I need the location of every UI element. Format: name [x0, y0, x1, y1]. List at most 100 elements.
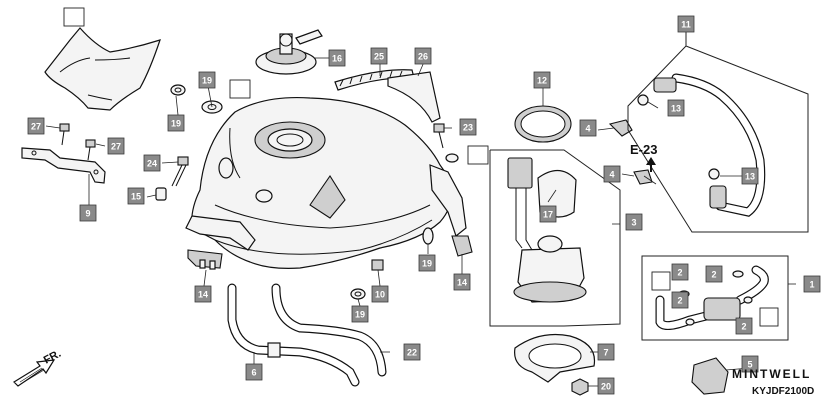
gasket-7 [514, 333, 596, 383]
callout-number: 14 [457, 278, 467, 288]
callout-number: 4 [585, 124, 590, 134]
callout-box [705, 265, 723, 283]
group-outline-1 [641, 255, 789, 341]
callout-number: 19 [355, 310, 365, 320]
callout-box [198, 71, 216, 89]
drain-hose-6 [227, 283, 360, 387]
callout-box [735, 317, 753, 335]
callout-box [453, 273, 471, 291]
group-outline-3 [489, 149, 621, 327]
watermark-text: MINTWELL [732, 367, 811, 381]
callout-c4b: 4 [603, 165, 621, 183]
leader-lines [45, 57, 796, 387]
callout-c10: 10 [371, 285, 389, 303]
callout-box [597, 343, 615, 361]
callout-number: 7 [603, 348, 608, 358]
callout-box [107, 137, 125, 155]
callout-number: 9 [85, 209, 90, 219]
callout-c19c: 19 [418, 254, 436, 272]
front-direction-label: FR. [42, 348, 63, 367]
callout-c14b: 14 [453, 273, 471, 291]
callout-box [194, 285, 212, 303]
callout-number: 10 [375, 290, 385, 300]
callout-c19d: 19 [351, 305, 369, 323]
callout-number: 5 [747, 360, 752, 370]
callout-number: 1 [809, 280, 814, 290]
callout-number: 19 [202, 76, 212, 86]
callout-number: 12 [537, 76, 547, 86]
cover-5 [691, 357, 729, 395]
clip-14-right [451, 235, 473, 257]
nut-20 [571, 378, 589, 396]
callout-box [597, 377, 615, 395]
callout-c19a: 19 [167, 114, 185, 132]
tank-side-cover [44, 27, 161, 111]
callout-box [671, 263, 689, 281]
callout-c27b: 27 [107, 137, 125, 155]
callout-box [167, 114, 185, 132]
callout-box [803, 275, 821, 293]
callout-box [579, 119, 597, 137]
callout-c9: 9 [79, 204, 97, 222]
callout-c23: 23 [459, 118, 477, 136]
clip-14-left [187, 249, 223, 270]
callout-box [459, 118, 477, 136]
callout-c25: 25 [370, 47, 388, 65]
tank-rear-bracket [429, 164, 467, 238]
fuel-tank [191, 96, 454, 269]
joint-13-upper [637, 94, 649, 106]
callout-number: 22 [407, 348, 417, 358]
callout-box [27, 117, 45, 135]
reference-arrow-icon [646, 157, 656, 172]
diagram-code: KYJDF2100D [752, 386, 814, 397]
callout-number: 15 [131, 192, 141, 202]
callout-c19b: 19 [198, 71, 216, 89]
callout-box [371, 285, 389, 303]
fuel-pump-assembly [507, 157, 587, 303]
bolt-23 [433, 123, 445, 149]
callout-number: 14 [198, 290, 208, 300]
washer-19-top [170, 84, 186, 96]
callout-box [403, 343, 421, 361]
fuel-cap-16 [255, 29, 323, 75]
empty-ref-box-3 [467, 145, 489, 165]
callout-number: 2 [677, 296, 682, 306]
bolt-27-left [59, 123, 70, 146]
group-outline-11 [627, 32, 809, 233]
callout-number: 4 [609, 170, 614, 180]
callout-c24: 24 [143, 154, 161, 172]
callout-number: 2 [711, 270, 716, 280]
callout-box [418, 254, 436, 272]
trim-strip-26 [387, 71, 441, 123]
o-ring-12 [514, 105, 572, 143]
callout-c26: 26 [414, 47, 432, 65]
callout-box [127, 187, 145, 205]
callout-box [625, 213, 643, 231]
callout-number: 3 [631, 218, 636, 228]
front-arrow-icon [13, 359, 56, 387]
empty-ref-box-4 [651, 271, 671, 291]
callout-c16: 16 [328, 49, 346, 67]
callout-c17: 17 [539, 205, 557, 223]
callout-number: 24 [147, 159, 157, 169]
fuel-hose-11 [653, 73, 766, 217]
callout-box [79, 204, 97, 222]
empty-ref-box-1 [63, 7, 85, 27]
callout-c2b: 2 [705, 265, 723, 283]
clamp-4-lower [633, 169, 653, 185]
callout-box [370, 47, 388, 65]
callout-number: 6 [251, 368, 256, 378]
empty-ref-box-5 [759, 307, 779, 327]
callout-c27a: 27 [27, 117, 45, 135]
callout-c20: 20 [597, 377, 615, 395]
callout-number: 11 [681, 20, 691, 30]
callout-box [328, 49, 346, 67]
callout-c6: 6 [245, 363, 263, 381]
reference-label: E-23 [630, 142, 657, 157]
callout-c3: 3 [625, 213, 643, 231]
callout-box [351, 305, 369, 323]
callout-number: 27 [111, 142, 121, 152]
callout-c1: 1 [803, 275, 821, 293]
